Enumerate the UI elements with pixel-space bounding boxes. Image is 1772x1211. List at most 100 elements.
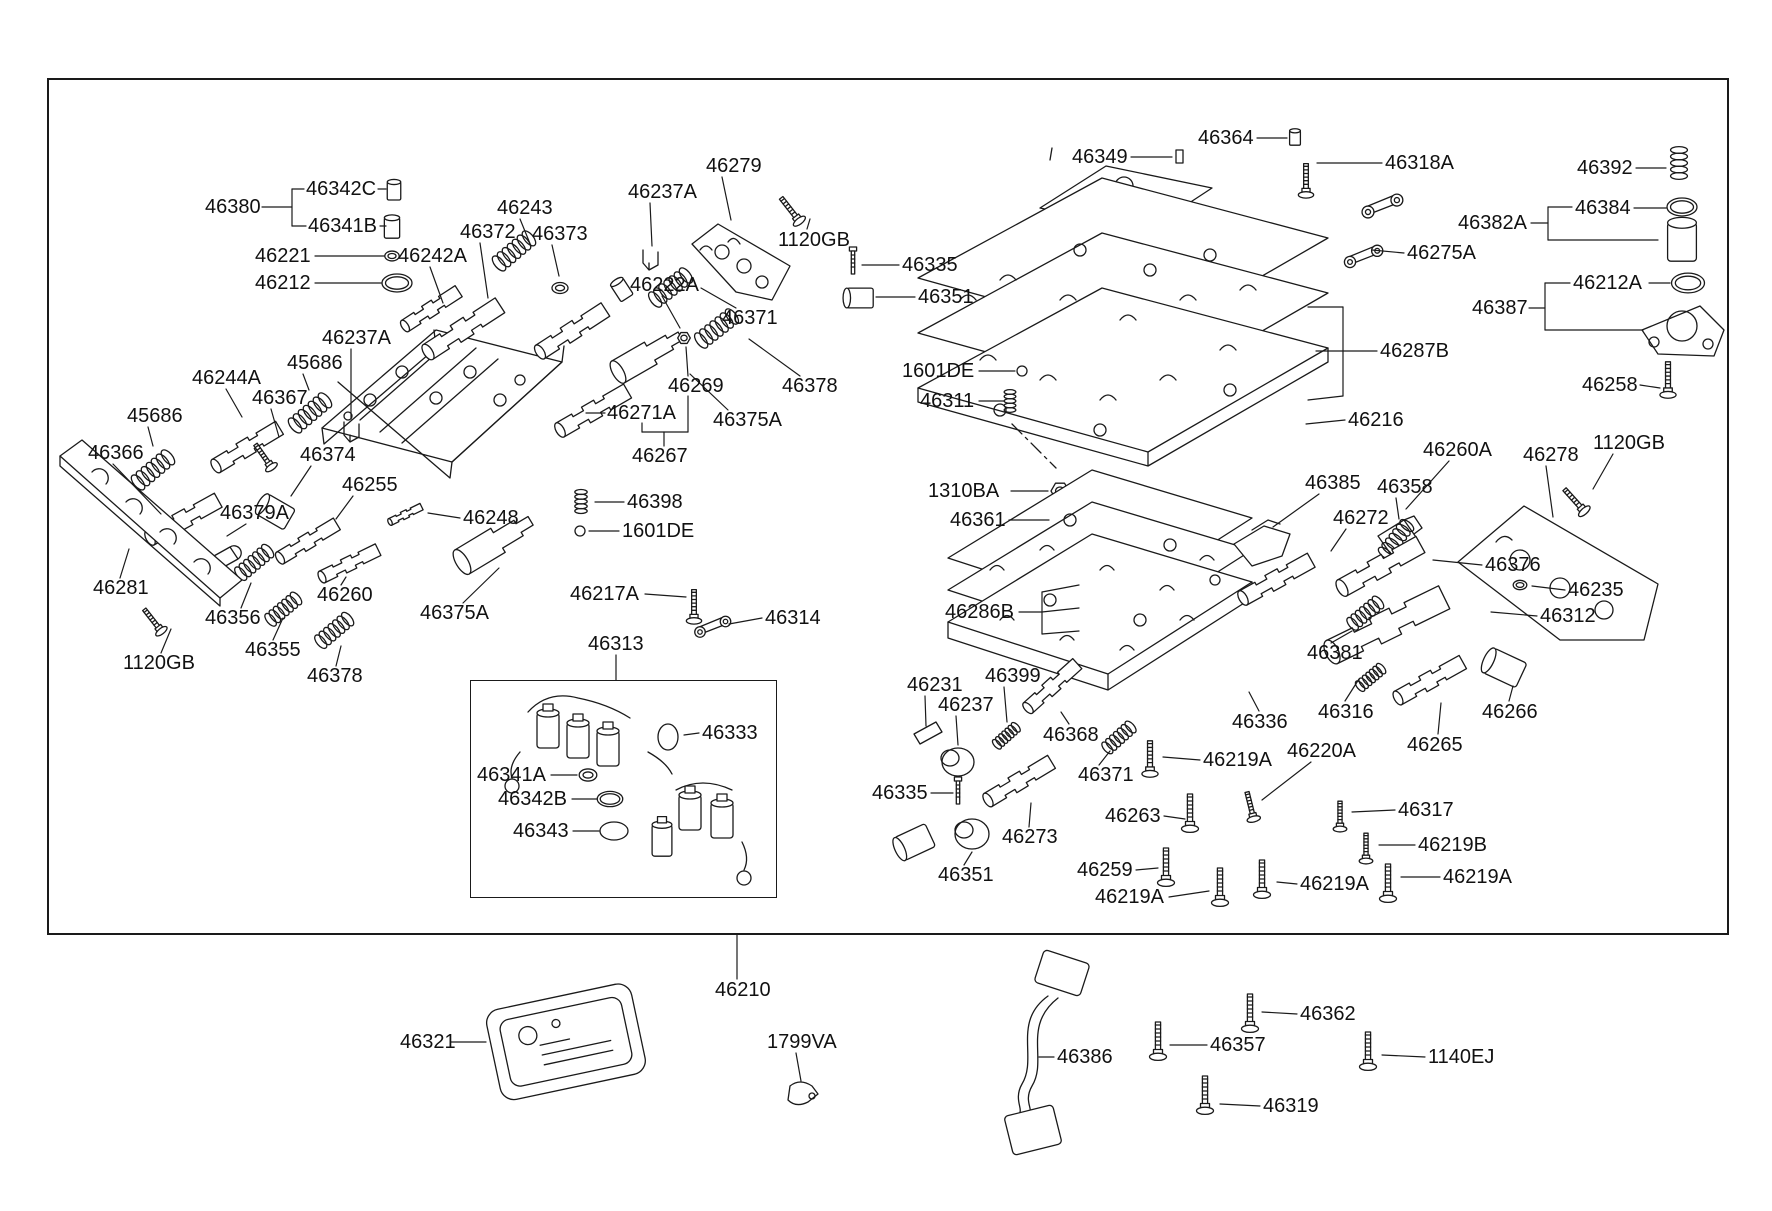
part-label-46279: 46279 <box>706 155 762 177</box>
part-label-46267: 46267 <box>632 445 688 467</box>
leader-line-46265 <box>1438 703 1441 734</box>
part-label-46335: 46335 <box>902 254 958 276</box>
part-label-46271A: 46271A <box>607 402 676 424</box>
leader-line-46217A <box>645 594 686 597</box>
part-label-46311: 46311 <box>920 390 975 412</box>
leader-line-46356 <box>241 583 251 608</box>
part-label-46255: 46255 <box>342 474 398 496</box>
leader-line-1120GB <box>807 219 810 229</box>
part-label-46219A: 46219A <box>1300 873 1369 895</box>
leader-line-46286B <box>1042 631 1079 634</box>
leader-line-46367 <box>271 409 279 437</box>
part-label-46316: 46316 <box>1318 701 1374 723</box>
leader-line-46385 <box>1273 494 1319 527</box>
part-label-46351: 46351 <box>918 286 974 308</box>
leader-line-46355 <box>273 618 283 640</box>
part-label-46372: 46372 <box>460 221 516 243</box>
part-label-46314: 46314 <box>765 607 821 629</box>
part-label-46384: 46384 <box>1575 197 1631 219</box>
leader-line-46272 <box>1331 529 1346 551</box>
part-label-46219A: 46219A <box>1443 866 1512 888</box>
part-label-46351: 46351 <box>938 864 994 886</box>
leader-line-46358 <box>1396 498 1399 519</box>
part-label-46210: 46210 <box>715 979 771 1001</box>
part-label-46260A: 46260A <box>1423 439 1492 461</box>
part-label-46281: 46281 <box>93 577 149 599</box>
leader-line-46378 <box>336 646 341 666</box>
part-label-46237A: 46237A <box>628 181 697 203</box>
part-label-46278: 46278 <box>1523 444 1579 466</box>
part-label-46386: 46386 <box>1057 1046 1113 1068</box>
part-label-46313: 46313 <box>588 633 644 655</box>
diagram-main-border <box>47 78 1729 935</box>
part-label-46358: 46358 <box>1377 476 1433 498</box>
leader-line-46333 <box>684 733 699 735</box>
part-label-46387: 46387 <box>1472 297 1528 319</box>
part-label-46342B: 46342B <box>498 788 567 810</box>
part-label-46349: 46349 <box>1072 146 1128 168</box>
mid-small-parts <box>1003 366 1070 529</box>
leader-lines <box>113 138 1670 1106</box>
part-label-46367: 46367 <box>252 387 308 409</box>
upper-valve-body-stack <box>918 178 1328 466</box>
right-top-small-parts <box>1642 145 1724 399</box>
leader-line-46316 <box>1345 679 1359 701</box>
leader-line-46235 <box>1532 586 1565 590</box>
part-label-1601DE: 1601DE <box>902 360 975 382</box>
part-label-46398: 46398 <box>627 491 683 513</box>
leader-line-46373 <box>552 245 559 276</box>
part-label-46362: 46362 <box>1300 1003 1356 1025</box>
leader-line-46269 <box>686 347 688 376</box>
part-label-46272: 46272 <box>1333 507 1389 529</box>
part-label-46248: 46248 <box>463 507 519 529</box>
part-label-46231: 46231 <box>907 674 963 696</box>
leader-line-46399 <box>1004 687 1007 722</box>
leader-line-1799VA <box>796 1053 801 1081</box>
part-label-46237: 46237 <box>938 694 994 716</box>
part-label-46258: 46258 <box>1582 374 1638 396</box>
oil-filter-46321 <box>484 981 648 1102</box>
leader-line-46379A <box>227 524 246 536</box>
part-label-46342C: 46342C <box>306 178 377 200</box>
retainer-icons-46342c-46341b <box>381 178 413 293</box>
leader-line-46259 <box>1136 868 1158 870</box>
leader-line-46375A <box>463 568 499 603</box>
leader-line-46260A <box>1406 461 1449 509</box>
part-label-46219B: 46219B <box>1418 834 1487 856</box>
part-label-46399: 46399 <box>985 665 1041 687</box>
part-label-1140EJ: 1140EJ <box>1428 1046 1495 1068</box>
part-label-46263: 46263 <box>1105 805 1161 827</box>
part-label-46244A: 46244A <box>192 367 261 389</box>
leader-line-46319 <box>1220 1104 1260 1106</box>
part-label-46212A: 46212A <box>1573 272 1642 294</box>
leader-line-46317 <box>1352 810 1395 812</box>
part-label-46259: 46259 <box>1077 859 1133 881</box>
part-label-46212: 46212 <box>255 272 311 294</box>
leader-line-46216 <box>1306 420 1345 424</box>
leader-line-46368 <box>1061 712 1069 724</box>
solenoid-kit-46313-drawing <box>505 696 751 885</box>
part-label-46243: 46243 <box>497 197 553 219</box>
part-label-46392: 46392 <box>1577 157 1633 179</box>
part-label-46335: 46335 <box>872 782 928 804</box>
part-label-46376: 46376 <box>1485 554 1541 576</box>
leader-line-46286B <box>1042 585 1079 592</box>
part-label-46368: 46368 <box>1043 724 1099 746</box>
leader-line-46275A <box>1372 250 1404 253</box>
part-label-1799VA: 1799VA <box>767 1031 837 1053</box>
leader-line-46219A <box>1169 891 1209 897</box>
part-label-1310BA: 1310BA <box>928 480 1000 502</box>
part-label-1120GB: 1120GB <box>1593 432 1665 454</box>
leader-line-46263 <box>1164 816 1185 819</box>
leader-line-46219A <box>1163 757 1200 760</box>
part-label-46361: 46361 <box>950 509 1006 531</box>
part-label-46366: 46366 <box>88 442 144 464</box>
leader-line-46336 <box>1249 692 1259 711</box>
part-label-46286B: 46286B <box>945 601 1014 623</box>
leader-line-46273 <box>1029 803 1031 827</box>
part-label-46379A: 46379A <box>220 502 289 524</box>
part-label-46287B: 46287B <box>1380 340 1449 362</box>
part-label-46216: 46216 <box>1348 409 1404 431</box>
part-label-46364: 46364 <box>1198 127 1254 149</box>
